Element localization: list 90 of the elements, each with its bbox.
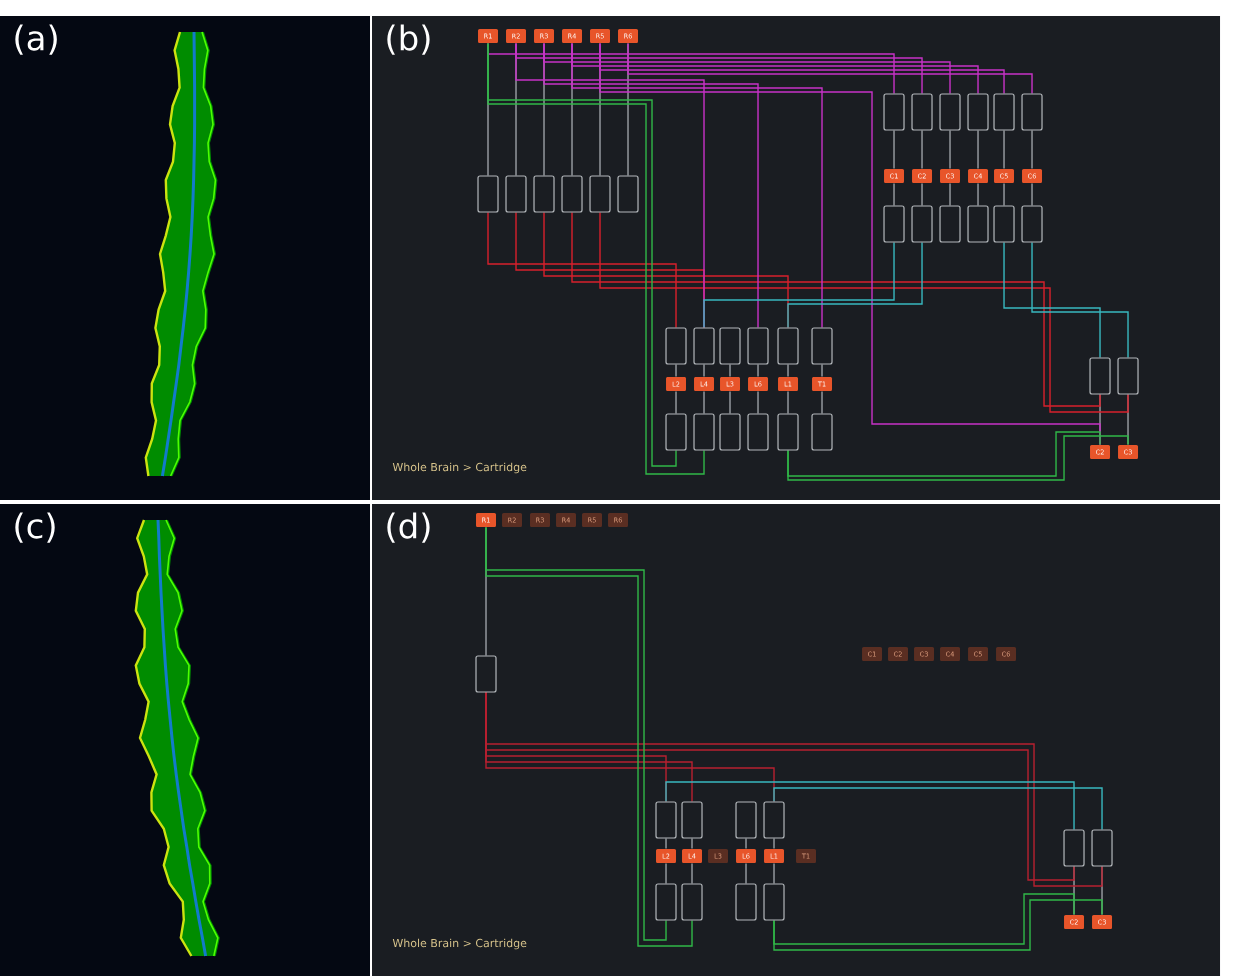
component-box xyxy=(561,175,583,213)
wire xyxy=(977,129,979,170)
component-box xyxy=(681,801,703,839)
wire xyxy=(949,182,951,207)
wire xyxy=(703,390,705,415)
component-box xyxy=(763,883,785,921)
wire xyxy=(703,363,705,378)
component-box xyxy=(777,327,799,365)
component-box xyxy=(665,413,687,451)
wire xyxy=(729,363,731,378)
wire xyxy=(773,899,1103,951)
component-box xyxy=(1021,93,1043,131)
component-box xyxy=(993,93,1015,131)
component-box xyxy=(693,327,715,365)
image-panel: (a) xyxy=(0,16,370,500)
wire xyxy=(675,363,677,378)
component-box xyxy=(505,175,527,213)
wire xyxy=(1031,129,1033,170)
component-box xyxy=(993,205,1015,243)
component-box xyxy=(1091,829,1113,867)
component-box xyxy=(939,205,961,243)
component-box xyxy=(883,205,905,243)
wire xyxy=(665,837,667,850)
component-box xyxy=(1117,357,1139,395)
component-box xyxy=(911,205,933,243)
component-box xyxy=(693,413,715,451)
wire xyxy=(821,363,823,378)
wire xyxy=(949,129,951,170)
wire xyxy=(757,363,759,378)
wire xyxy=(1003,129,1005,170)
component-box xyxy=(477,175,499,213)
component-box xyxy=(811,413,833,451)
component-box xyxy=(719,327,741,365)
wire xyxy=(821,390,823,415)
wire xyxy=(921,182,923,207)
wire xyxy=(571,42,823,329)
component-box xyxy=(735,883,757,921)
image-panel: (c) xyxy=(0,504,370,976)
component-box xyxy=(1063,829,1085,867)
component-box xyxy=(777,413,799,451)
wire xyxy=(1003,182,1005,207)
wire xyxy=(729,390,731,415)
component-box xyxy=(747,327,769,365)
component-box xyxy=(1089,357,1111,395)
component-box xyxy=(939,93,961,131)
component-box xyxy=(617,175,639,213)
wire xyxy=(921,129,923,170)
wire xyxy=(1031,241,1129,359)
component-box xyxy=(883,93,905,131)
component-box xyxy=(589,175,611,213)
component-box xyxy=(665,327,687,365)
component-box xyxy=(967,205,989,243)
component-box xyxy=(967,93,989,131)
wire xyxy=(543,42,759,329)
wire xyxy=(691,837,693,850)
wire xyxy=(773,862,775,885)
component-box xyxy=(747,413,769,451)
wire xyxy=(691,862,693,885)
component-box xyxy=(681,883,703,921)
wire xyxy=(757,390,759,415)
wire xyxy=(745,837,747,850)
component-box xyxy=(811,327,833,365)
wire xyxy=(787,363,789,378)
component-box xyxy=(475,655,497,693)
component-box xyxy=(1021,205,1043,243)
component-box xyxy=(533,175,555,213)
component-box xyxy=(911,93,933,131)
wire xyxy=(487,211,677,329)
wire xyxy=(787,435,1129,481)
component-box xyxy=(763,801,785,839)
wire xyxy=(773,837,775,850)
wire xyxy=(1003,241,1101,359)
wire xyxy=(703,241,895,329)
wire xyxy=(745,862,747,885)
wire xyxy=(675,390,677,415)
wire xyxy=(773,893,1075,945)
wire xyxy=(773,787,1103,831)
wire xyxy=(787,431,1101,477)
wire xyxy=(1031,182,1033,207)
wire xyxy=(977,182,979,207)
wire xyxy=(665,781,1075,831)
wire xyxy=(787,241,923,329)
component-box xyxy=(719,413,741,451)
component-box xyxy=(735,801,757,839)
component-box xyxy=(655,801,677,839)
wire xyxy=(893,129,895,170)
wire xyxy=(893,182,895,207)
wire xyxy=(665,862,667,885)
wire xyxy=(787,390,789,415)
component-box xyxy=(655,883,677,921)
